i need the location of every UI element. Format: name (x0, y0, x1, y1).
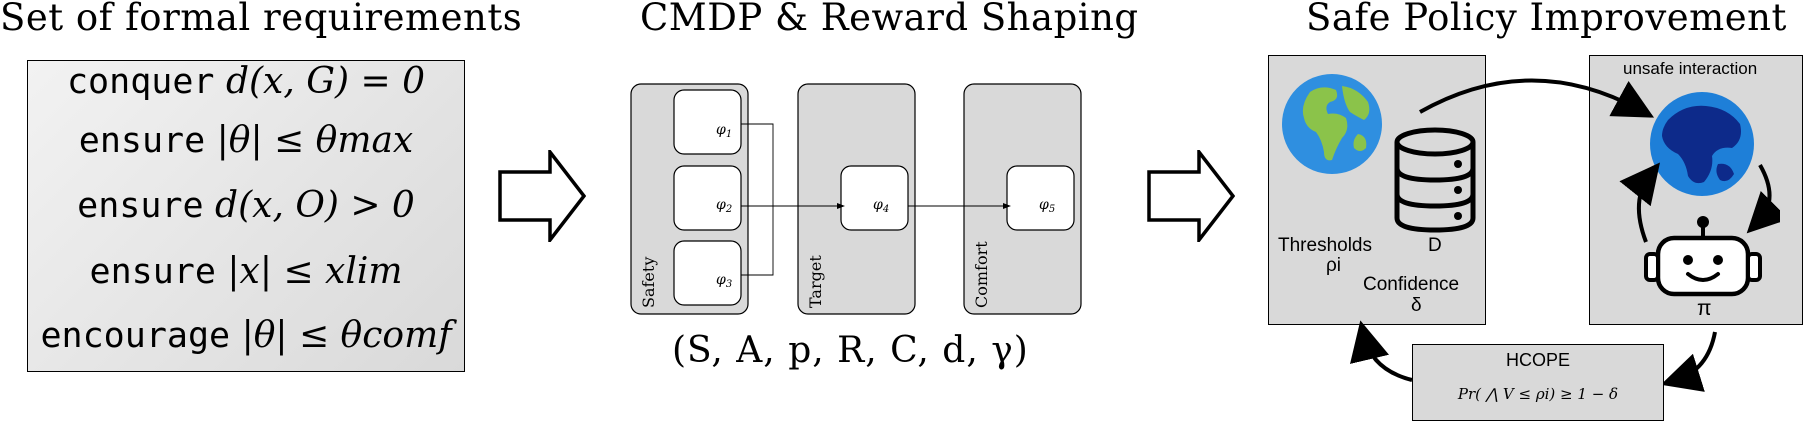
requirement-keyword: ensure (77, 186, 204, 226)
spi-arrows (1350, 78, 1780, 392)
robot-policy-icon (1644, 216, 1762, 297)
earth-icon (1282, 74, 1382, 174)
requirement-line-2: ensure |θ| ≤ θmax (28, 120, 464, 161)
requirement-line-4: ensure |x| ≤ xlim (28, 251, 464, 292)
confidence-label: Confidence (1363, 274, 1460, 295)
spi-title: Safe Policy Improvement (1306, 0, 1787, 39)
cmdp-tuple: (S, A, p, R, C, d, γ) (672, 330, 1029, 371)
node-phi4 (840, 165, 909, 231)
hcope-box: HCOPE Pr( ⋀ V ≤ ρi) ≥ 1 − δ (1412, 344, 1664, 421)
flow-arrow-2 (1147, 150, 1235, 242)
node-phi5 (1006, 165, 1075, 231)
requirement-keyword: ensure (78, 121, 206, 161)
thresholds-label: Thresholds (1278, 235, 1372, 256)
delta-label: δ (1411, 295, 1422, 316)
group-label-comfort: Comfort (972, 241, 991, 308)
rho-label: ρi (1326, 255, 1342, 276)
requirement-line-3: ensure d(x, O) > 0 (28, 185, 464, 226)
hcope-title: HCOPE (1505, 350, 1570, 370)
group-label-target: Target (806, 255, 825, 308)
dataset-database-icon (1394, 127, 1476, 233)
flow-arrow-1 (498, 150, 586, 242)
requirement-keyword: ensure (89, 252, 216, 292)
requirement-keyword: encourage (40, 316, 231, 356)
requirement-expression: |x| ≤ xlim (227, 251, 403, 292)
group-label-safety: Safety (639, 257, 658, 308)
hcope-formula: Pr( ⋀ V ≤ ρi) ≥ 1 − δ (1457, 385, 1619, 403)
cmdp-title: CMDP & Reward Shaping (640, 0, 1139, 39)
earth-dark-icon (1650, 92, 1754, 196)
requirements-title: Set of formal requirements (0, 0, 523, 39)
requirement-expression: |θ| ≤ θcomf (241, 315, 452, 356)
requirement-keyword: conquer (66, 62, 215, 102)
requirement-expression: d(x, O) > 0 (215, 185, 415, 226)
requirement-expression: d(x, G) = 0 (225, 61, 425, 102)
requirements-box: conquer d(x, G) = 0 ensure |θ| ≤ θmax en… (27, 60, 465, 372)
requirement-line-5: encourage |θ| ≤ θcomf (28, 315, 464, 356)
policy-label: π (1697, 297, 1712, 320)
dataset-label: D (1428, 235, 1442, 256)
node-phi3 (673, 240, 742, 306)
requirement-line-1: conquer d(x, G) = 0 (28, 61, 464, 102)
cmdp-diagram: φ1 φ2 φ3 φ4 φ5 Safety Target Comfort (630, 83, 1082, 315)
unsafe-interaction-label: unsafe interaction (1623, 59, 1758, 78)
node-phi1 (673, 89, 742, 155)
requirement-expression: |θ| ≤ θmax (216, 120, 414, 161)
node-phi2 (673, 165, 742, 231)
